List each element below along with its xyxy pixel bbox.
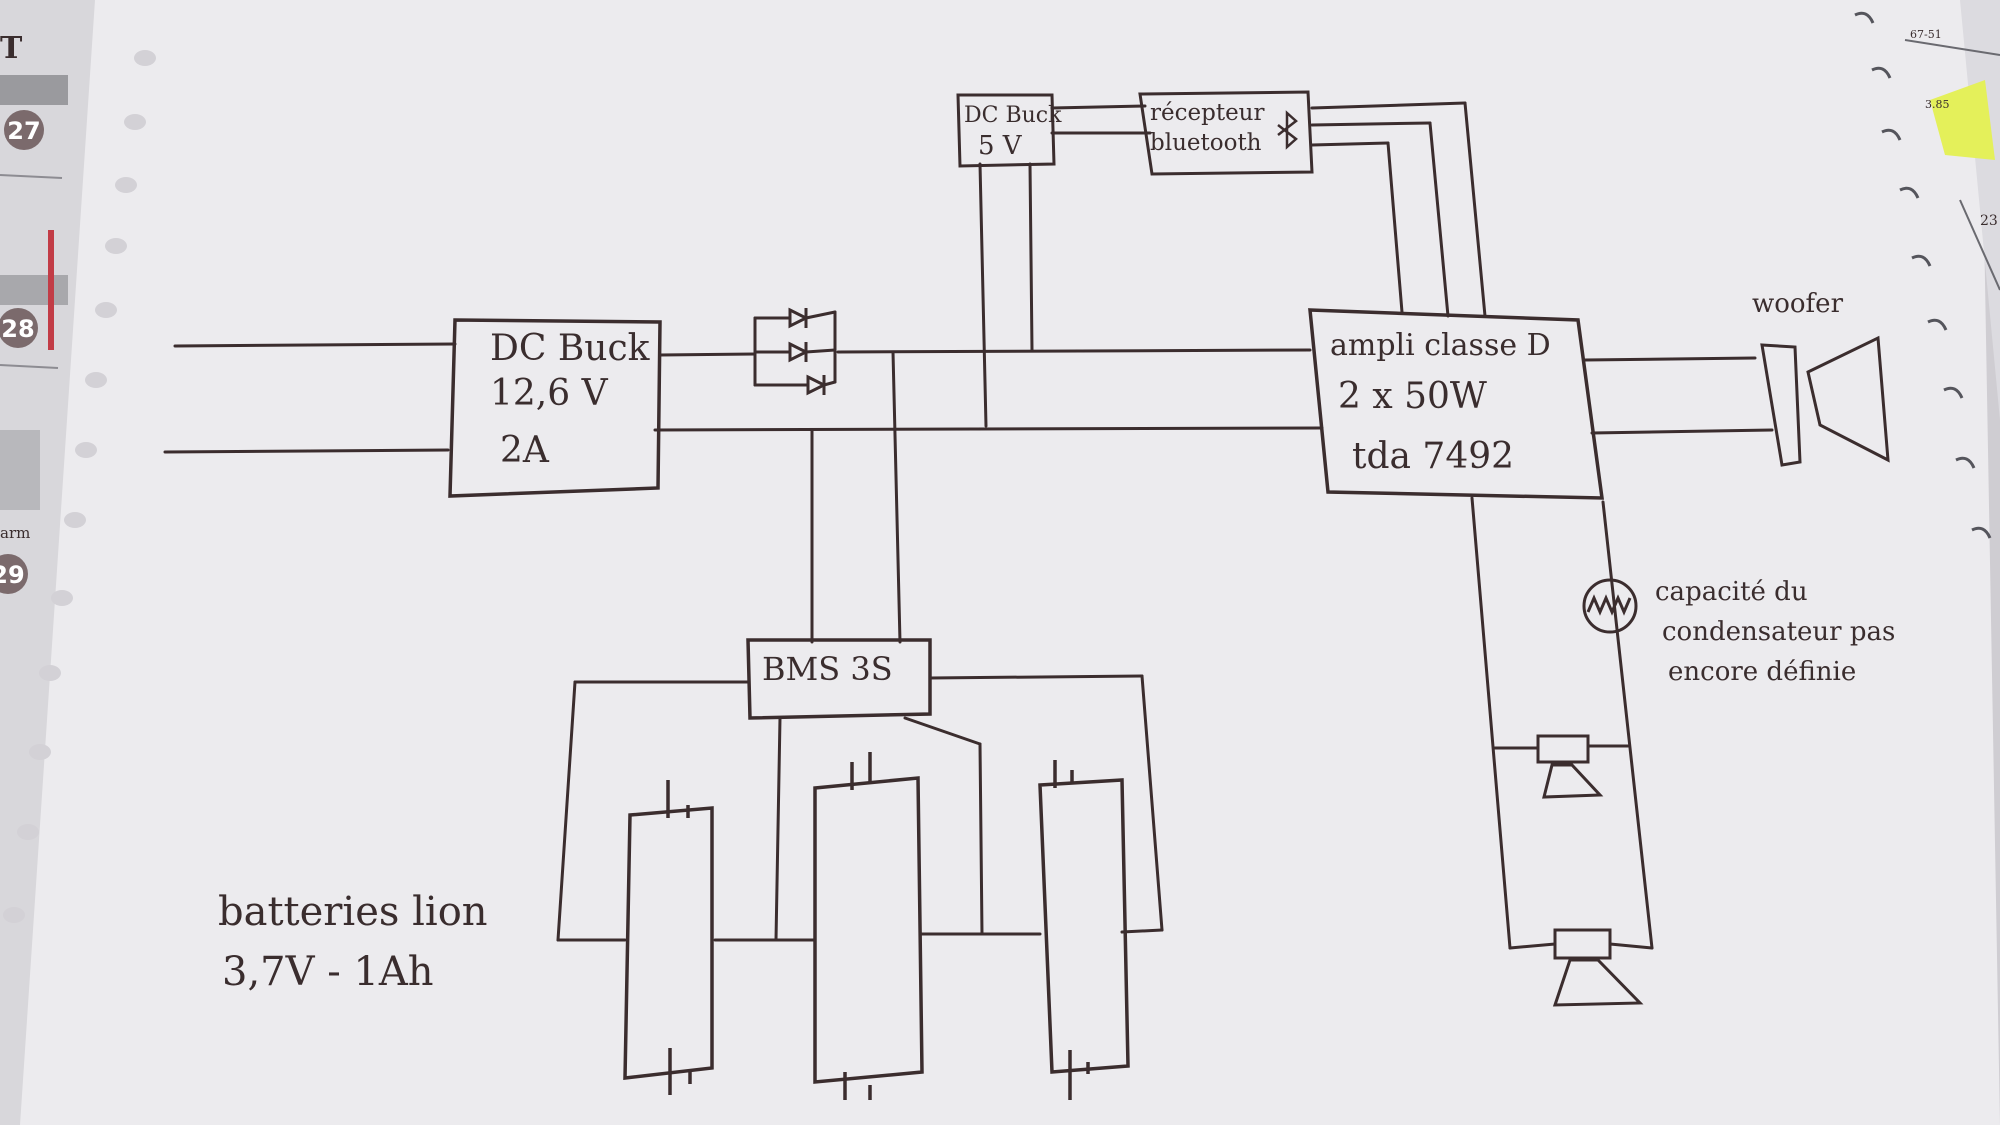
dc-buck-main-label: DC Buck	[490, 328, 651, 369]
amplifier-type: ampli classe D	[1330, 328, 1551, 363]
battery-note: batteries lion 3,7V - 1Ah	[218, 889, 488, 995]
calendar-day-label: 29	[0, 561, 25, 589]
right-page-edge: 67-51 23 3.85	[1854, 0, 2000, 539]
calendar-letter: T	[0, 31, 23, 66]
dc-buck-main-current: 2A	[500, 430, 550, 471]
battery-cell-icon	[1038, 760, 1130, 1100]
amplifier-block: ampli classe D 2 x 50W tda 7492	[1308, 308, 1605, 500]
battery-cell-icon	[813, 752, 924, 1100]
battery-cells	[623, 752, 1130, 1100]
bluetooth-receiver-label-2: bluetooth	[1150, 130, 1262, 156]
calendar-day-label: 27	[7, 117, 40, 145]
bms-label: BMS 3S	[762, 650, 893, 688]
wires	[163, 101, 1774, 950]
capacitor-note-line: capacité du	[1655, 577, 1808, 607]
right-page-number: 67-51	[1910, 28, 1942, 41]
amplifier-power: 2 x 50W	[1338, 376, 1487, 417]
bluetooth-receiver-label: récepteur	[1150, 100, 1264, 126]
calendar-day-28: 28	[0, 308, 38, 348]
calendar-word-fragment: arm	[0, 524, 30, 542]
capacitor-note-line: condensateur pas	[1662, 617, 1895, 647]
right-page-number: 23	[1980, 213, 1998, 229]
woofer-speaker: woofer	[1752, 289, 1890, 467]
speaker-icon	[1806, 335, 1890, 463]
bluetooth-receiver-block: récepteur bluetooth	[1138, 90, 1314, 176]
capacitor-icon	[1582, 578, 1638, 634]
capacitor-note-line: encore définie	[1668, 657, 1856, 687]
paper-sheet	[20, 0, 2000, 1125]
dc-buck-main-block: DC Buck 12,6 V 2A	[448, 318, 662, 498]
battery-note-line: batteries lion	[218, 889, 488, 935]
speaker-icon	[1552, 958, 1644, 1007]
dc-buck-5v-label: DC Buck	[964, 103, 1062, 128]
calendar-day-29: 29	[0, 554, 28, 594]
battery-cell-icon	[623, 780, 714, 1095]
bluetooth-icon	[1277, 110, 1298, 150]
right-page-number: 3.85	[1925, 98, 1950, 111]
calendar-day-27: 27	[4, 110, 44, 150]
battery-note-line: 3,7V - 1Ah	[222, 949, 434, 995]
bms-block: BMS 3S	[746, 638, 932, 720]
dc-buck-main-voltage: 12,6 V	[490, 373, 609, 414]
dc-buck-5v-block: DC Buck 5 V	[956, 93, 1062, 168]
woofer-label: woofer	[1752, 289, 1844, 319]
speaker-icon	[1542, 763, 1604, 799]
capacitor-note: capacité du condensateur pas encore défi…	[1582, 577, 1895, 687]
punch-holes-left	[3, 50, 156, 923]
dc-buck-5v-voltage: 5 V	[978, 131, 1023, 161]
tweeter-speakers	[1536, 734, 1644, 1007]
diode-icons	[788, 307, 828, 396]
amplifier-chip: tda 7492	[1352, 436, 1514, 477]
calendar-day-label: 28	[1, 315, 34, 343]
